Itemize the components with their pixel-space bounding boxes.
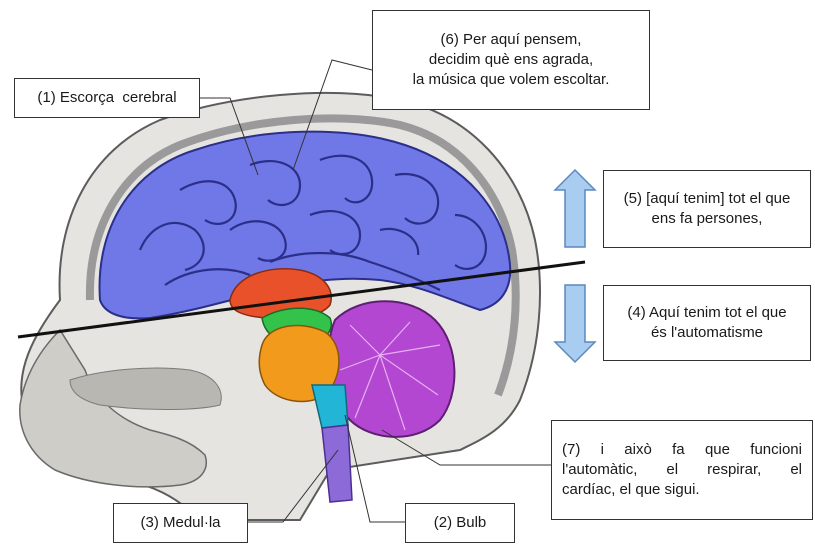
nasal-cavity xyxy=(70,368,221,409)
label-lower-line-1: (4) Aquí tenim tot el que xyxy=(627,303,786,323)
label-lower: (4) Aquí tenim tot el que és l'automatis… xyxy=(603,285,811,361)
label-spinal: (3) Medul·la xyxy=(113,503,248,543)
label-spinal-text: (3) Medul·la xyxy=(140,513,220,533)
label-automatic-line-2: l'automàtic, el respirar, el xyxy=(562,460,802,480)
label-automatic: (7) i això fa que funcioni l'automàtic, … xyxy=(551,420,813,520)
arrow-down-icon xyxy=(555,285,595,362)
label-cortex: (1) Escorça cerebral xyxy=(14,78,200,118)
spinal-cord xyxy=(322,425,352,502)
label-lower-line-2: és l'automatisme xyxy=(651,323,763,343)
label-thinking-line-2: decidim què ens agrada, xyxy=(429,50,593,70)
label-upper: (5) [aquí tenim] tot el que ens fa perso… xyxy=(603,170,811,248)
label-bulb: (2) Bulb xyxy=(405,503,515,543)
label-upper-line-1: (5) [aquí tenim] tot el que xyxy=(624,189,791,209)
arrow-up-icon xyxy=(555,170,595,247)
label-thinking-line-1: (6) Per aquí pensem, xyxy=(441,30,582,50)
label-cortex-text: (1) Escorça cerebral xyxy=(37,88,176,108)
label-thinking: (6) Per aquí pensem, decidim què ens agr… xyxy=(372,10,650,110)
label-automatic-line-3: cardíac, el que sigui. xyxy=(562,480,802,500)
label-automatic-line-1: (7) i això fa que funcioni xyxy=(562,440,802,460)
label-upper-line-2: ens fa persones, xyxy=(652,209,763,229)
label-bulb-text: (2) Bulb xyxy=(434,513,487,533)
label-thinking-line-3: la música que volem escoltar. xyxy=(413,70,610,90)
